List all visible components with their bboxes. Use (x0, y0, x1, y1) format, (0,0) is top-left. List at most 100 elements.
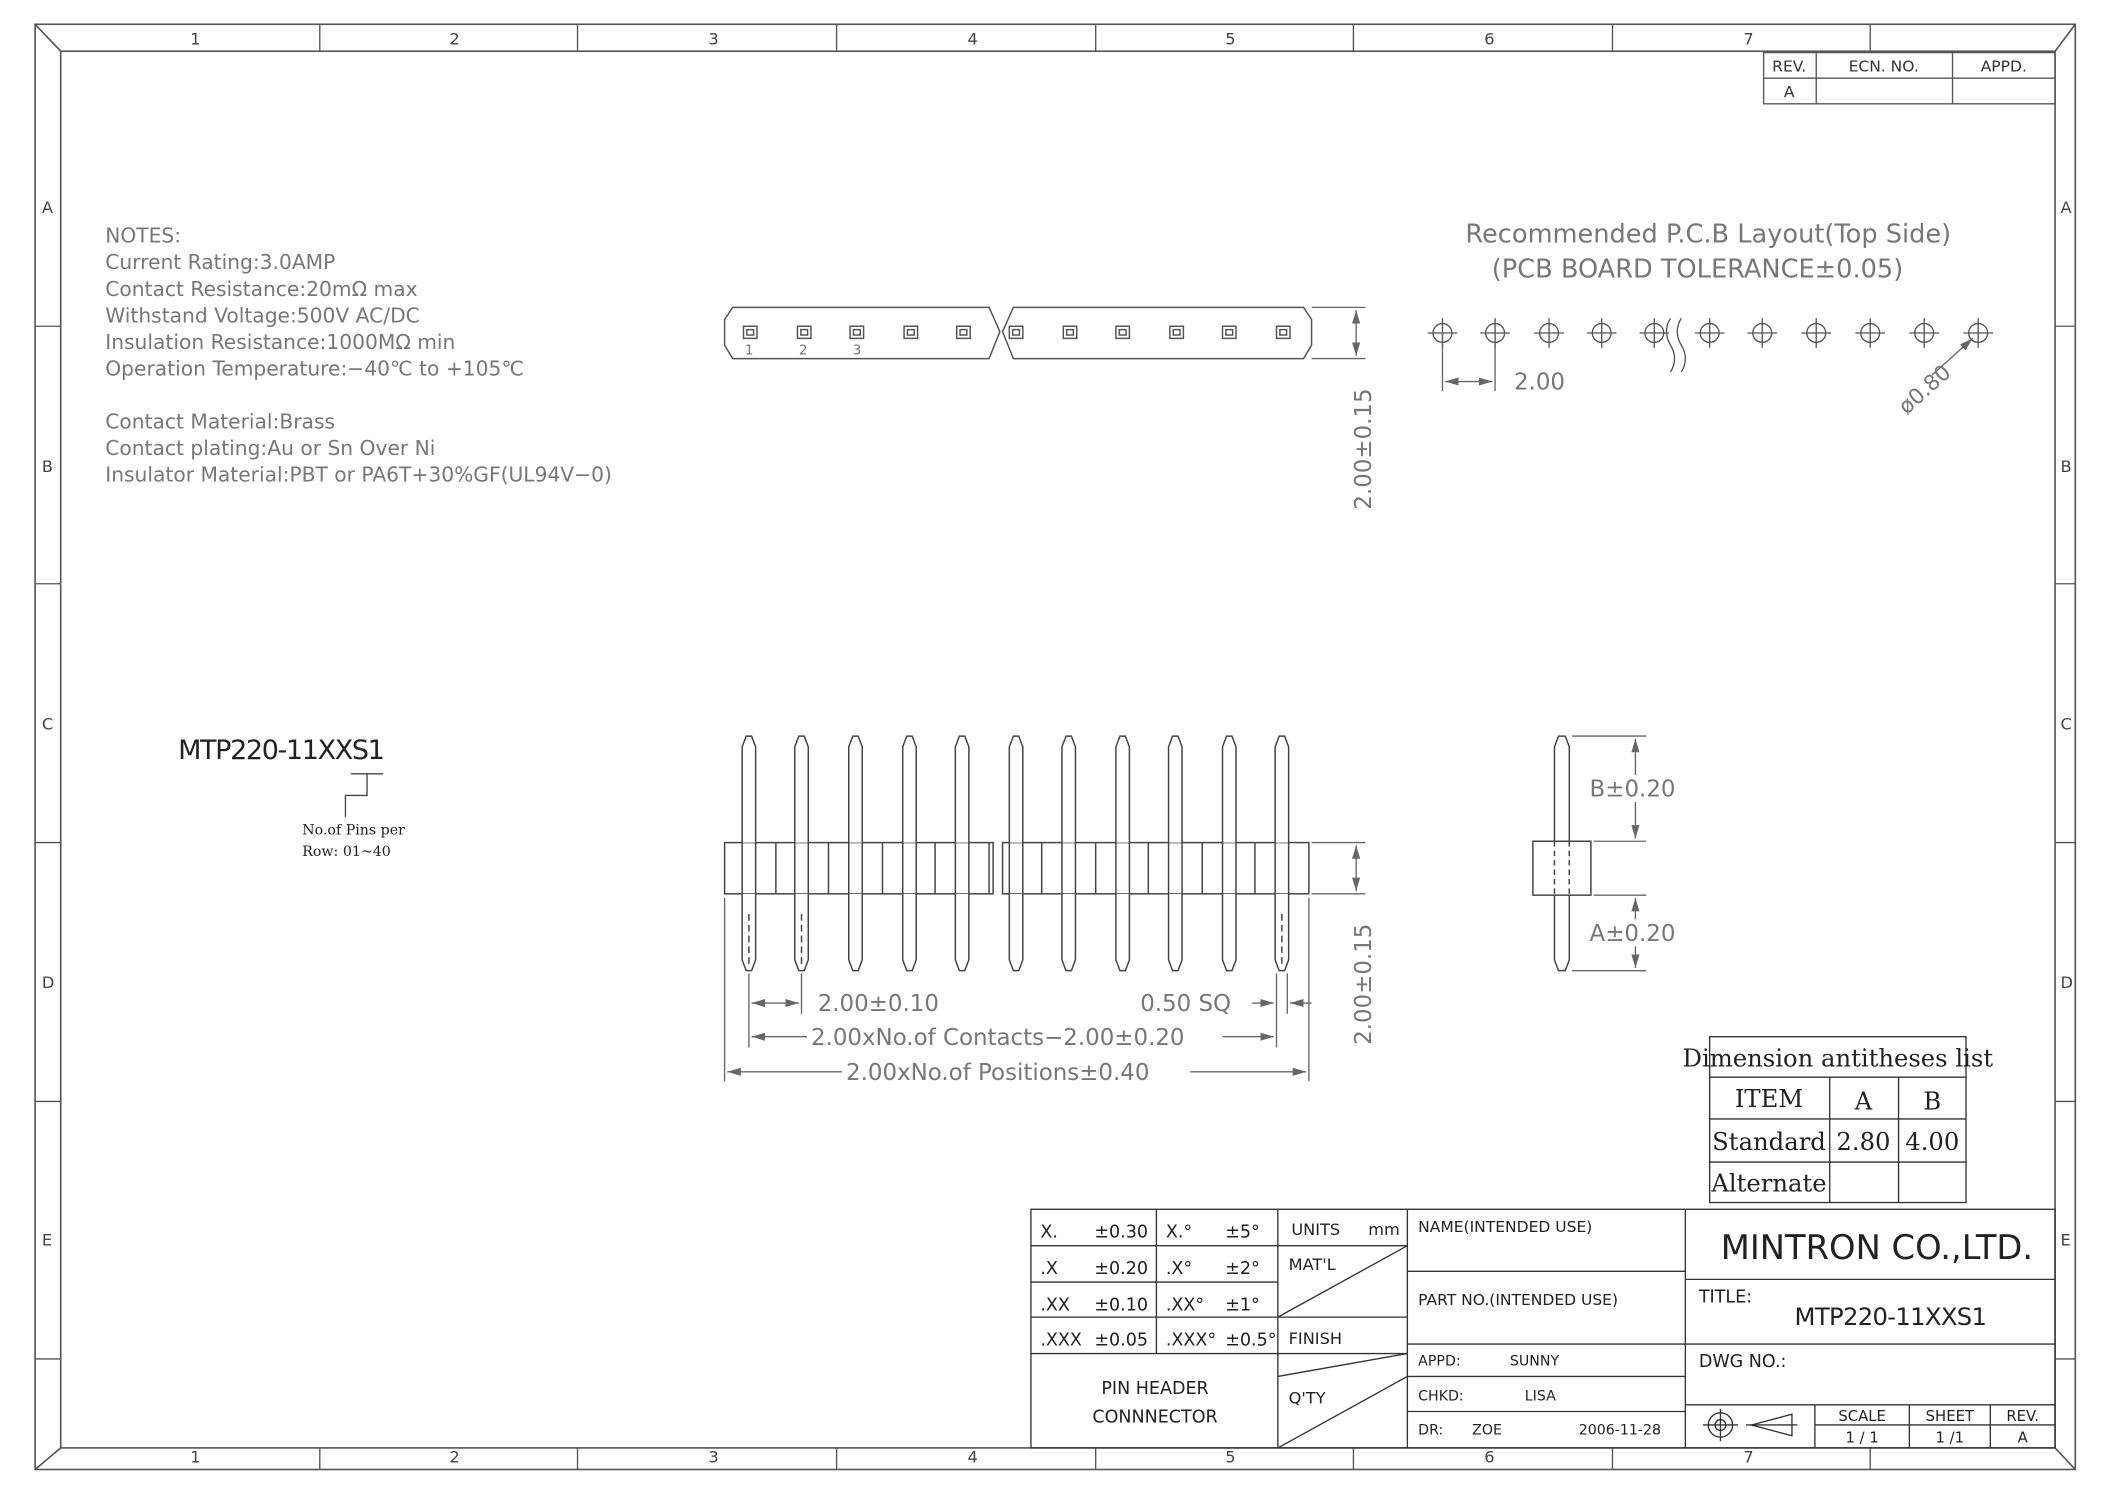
hole-leader (1931, 337, 1974, 376)
zone-column-label: 3 (708, 29, 718, 48)
zone-row-label: E (42, 1231, 52, 1250)
pcb-hole-label: ø0.80 (1894, 360, 1956, 420)
pins-note-2: Row: 01~40 (302, 844, 391, 860)
contacts-label: 2.00xNo.of Contacts−2.00±0.20 (811, 1025, 1185, 1051)
zone-column-label: 2 (449, 29, 459, 48)
top-pin-core (852, 328, 861, 336)
pin-lower (954, 893, 970, 972)
top-pin-core (1011, 328, 1021, 336)
top-pin-square (1275, 325, 1291, 340)
top-pin-core (1172, 328, 1181, 336)
pin-upper (1061, 735, 1077, 843)
note-line: Insulation Resistance:1000MΩ min (105, 330, 455, 354)
pin-lower (1008, 893, 1024, 972)
front-body-left (723, 841, 994, 895)
dr-label: DR: (1418, 1422, 1443, 1438)
pin-upper (901, 735, 917, 843)
top-pin-square (849, 325, 865, 340)
finish-label: FINISH (1289, 1329, 1342, 1348)
pcb-layout-tolerance: (PCB BOARD TOLERANCE±0.05) (1492, 255, 1903, 285)
title-label: TITLE: (1698, 1287, 1752, 1307)
top-view-body-left (723, 306, 1001, 360)
title-block-grid (1030, 1208, 2056, 1449)
company-name: MINTRON CO.,LTD. (1721, 1228, 2033, 1267)
tolerance-cell: .XX° (1166, 1295, 1204, 1315)
appd-label: APPD: (1418, 1354, 1460, 1370)
tolerance-cell: .XXX (1040, 1330, 1082, 1350)
name-label: NAME(INTENDED USE) (1418, 1218, 1592, 1236)
zone-row-label: A (2060, 198, 2071, 217)
pin-upper (954, 735, 970, 843)
zone-row-label: D (2060, 973, 2072, 992)
part-no-label: PART NO.(INTENDED USE) (1418, 1291, 1618, 1309)
pin-upper (1167, 735, 1183, 843)
tolerance-cell: ±5° (1225, 1223, 1260, 1243)
chkd-label: CHKD: (1418, 1389, 1464, 1405)
top-pin-core (746, 328, 755, 336)
top-pin-core (959, 328, 968, 336)
pin-upper (741, 735, 757, 843)
top-view-height-label: 2.00±0.15 (1351, 388, 1377, 509)
zone-row-label: E (2060, 1231, 2070, 1250)
zone-ticks (35, 24, 2076, 1470)
top-view-pins (742, 325, 1291, 340)
tolerance-cell: X.° (1166, 1223, 1192, 1243)
top-pin-square (1115, 325, 1131, 340)
zone-row-label: C (2060, 714, 2071, 733)
zone-row-label: B (42, 457, 53, 476)
zone-row-label: B (2060, 457, 2071, 476)
b-dim-label: B±0.20 (1590, 777, 1676, 803)
zone-column-label: 1 (190, 29, 200, 48)
note-line: Current Rating:3.0AMP (105, 250, 335, 274)
dimension-standard-b: 4.00 (1905, 1127, 1959, 1156)
pin-lower (1115, 893, 1131, 972)
dimension-standard-a: 2.80 (1836, 1127, 1890, 1156)
note-line: Withstand Voltage:500V AC/DC (105, 303, 420, 327)
zone-column-label: 5 (1225, 29, 1235, 48)
note-line: NOTES: (105, 224, 181, 248)
front-view (723, 735, 1310, 972)
tolerance-cell: .XXX° (1166, 1330, 1216, 1350)
dimension-header-item: ITEM (1735, 1084, 1803, 1113)
rev-value: A (1784, 83, 1795, 101)
top-pin-square (742, 325, 758, 340)
positions-label: 2.00xNo.of Positions±0.40 (846, 1060, 1149, 1086)
pin-number-2: 2 (799, 343, 808, 359)
top-view (723, 306, 1313, 360)
dimension-list-title: Dimension antitheses list (1683, 1043, 1994, 1072)
revision-table: REV. ECN. NO. APPD. A (1762, 51, 2056, 105)
note-line: Contact Resistance:20mΩ max (105, 277, 417, 301)
zone-column-label: 3 (708, 1448, 718, 1467)
zone-column-label: 6 (1484, 29, 1494, 48)
zone-row-label: D (42, 973, 54, 992)
dimension-row-standard: Standard (1712, 1127, 1826, 1156)
pin-number-1: 1 (745, 343, 754, 359)
top-pin-square (1221, 325, 1237, 340)
top-pin-core (1279, 328, 1288, 336)
scale-label: SCALE (1838, 1408, 1886, 1425)
note-line: Contact Material:Brass (105, 410, 335, 434)
pin-upper (1115, 735, 1131, 843)
sheet-value: 1 /1 (1936, 1430, 1965, 1447)
rev-value-block: A (2018, 1430, 2029, 1447)
pin-lower (1061, 893, 1077, 972)
notes-block: NOTES:Current Rating:3.0AMP Contact Resis… (105, 224, 612, 487)
tolerance-cell: ±0.10 (1094, 1295, 1148, 1315)
dimension-header-b: B (1923, 1087, 1941, 1116)
note-line: Insulator Material:PBT or PA6T+30%GF(UL9… (105, 463, 612, 487)
pcb-break-mark (1665, 317, 1687, 373)
tolerance-cell: ±0.20 (1094, 1259, 1148, 1279)
zone-column-label: 4 (967, 1448, 977, 1467)
note-line: Operation Temperature:−40℃ to +105℃ (105, 356, 524, 380)
dwg-label: DWG NO.: (1699, 1352, 1787, 1372)
pin-upper (848, 735, 863, 843)
tolerance-cell: ±0.05 (1094, 1330, 1148, 1350)
top-pin-core (1225, 328, 1234, 336)
appd-header: APPD. (1981, 57, 2027, 75)
top-pin-core (1118, 328, 1127, 336)
side-view (1532, 735, 1592, 972)
pin-lower (1221, 893, 1237, 972)
appd-value: SUNNY (1510, 1354, 1560, 1370)
